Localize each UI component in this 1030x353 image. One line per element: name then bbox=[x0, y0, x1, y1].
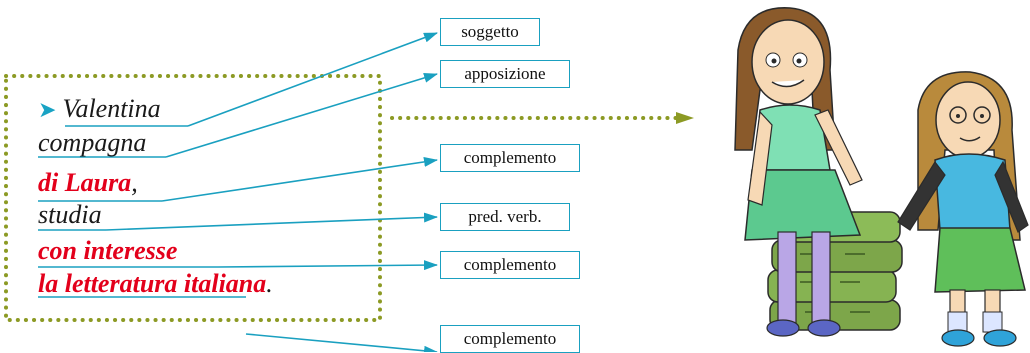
sentence-word-letteratura: la letteratura italiana. bbox=[38, 271, 273, 297]
sitting-girl-icon bbox=[734, 7, 863, 337]
standing-girl-icon bbox=[897, 71, 1029, 347]
label-box-apposizione: apposizione bbox=[440, 60, 570, 88]
word-text: con interesse bbox=[38, 236, 178, 265]
label-box-complemento-1: complemento bbox=[440, 144, 580, 172]
label-box-complemento-3: complemento bbox=[440, 325, 580, 353]
word-punctuation: , bbox=[131, 168, 138, 197]
word-text: Valentina bbox=[62, 94, 161, 123]
word-text: la letteratura italiana bbox=[38, 269, 267, 298]
two-girls-illustration bbox=[734, 7, 1029, 347]
arrow-to-soggetto bbox=[187, 32, 438, 127]
arrow-to-complemento-2 bbox=[217, 260, 438, 271]
sentence-word-studia: studia bbox=[38, 202, 102, 228]
arrow-to-pred-verb bbox=[105, 212, 438, 231]
sentence-word-valentina: ➤Valentina bbox=[38, 96, 161, 122]
arrow-to-complemento-3 bbox=[245, 333, 438, 352]
word-text: compagna bbox=[38, 128, 147, 157]
label-box-complemento-2: complemento bbox=[440, 251, 580, 279]
word-text: di Laura bbox=[38, 168, 132, 197]
arrow-to-complemento-1 bbox=[161, 156, 438, 202]
label-box-soggetto: soggetto bbox=[440, 18, 540, 46]
word-text: studia bbox=[38, 200, 102, 229]
sentence-frame bbox=[4, 74, 382, 322]
arrow-to-apposizione bbox=[165, 73, 438, 158]
label-box-pred-verb: pred. verb. bbox=[440, 203, 570, 231]
word-punctuation: . bbox=[266, 269, 273, 298]
sentence-word-compagna: compagna bbox=[38, 130, 146, 156]
frame-to-illustration-arrowhead bbox=[676, 112, 694, 124]
sentence-word-di-laura: di Laura, bbox=[38, 170, 138, 196]
bullet-arrow-icon: ➤ bbox=[38, 97, 57, 122]
sentence-word-con-interesse: con interesse bbox=[38, 238, 177, 264]
